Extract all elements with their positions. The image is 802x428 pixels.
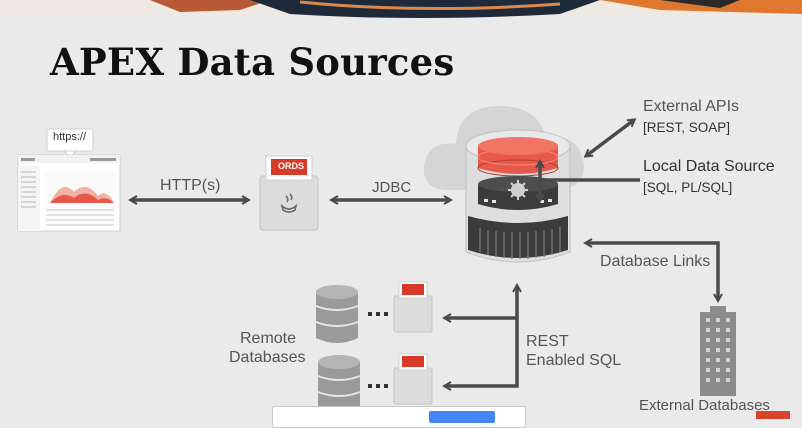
external-database-tower [700, 306, 736, 396]
apex-database [465, 129, 571, 263]
external-apis-detail: [REST, SOAP] [643, 120, 731, 135]
database-links-label: Database Links [600, 253, 711, 270]
local-source-label: Local Data Source [643, 158, 775, 175]
external-databases-label: External Databases [639, 397, 770, 414]
remote-databases-line1: Remote [240, 330, 297, 347]
rest-sql-line1: REST [526, 333, 569, 350]
jdbc-label: JDBC [372, 179, 412, 196]
slide-title: APEX Data Sources [50, 40, 455, 84]
database-links-arrow [586, 243, 718, 300]
rest-sql-line2: Enabled SQL [526, 352, 622, 369]
external-apis-label: External APIs [643, 98, 740, 115]
local-source-detail: [SQL, PL/SQL] [643, 180, 733, 195]
browser-mockup [17, 128, 121, 232]
remote-databases-line2: Databases [229, 349, 306, 366]
rest-sql-arrow [445, 318, 519, 386]
bottom-popup[interactable] [272, 406, 526, 428]
architecture-diagram [17, 106, 736, 413]
browser-url-label: https:// [53, 131, 87, 143]
top-banner-image [0, 0, 802, 18]
ords-server [259, 155, 319, 231]
corner-red-badge [756, 411, 790, 419]
http-label: HTTP(s) [160, 177, 221, 194]
external-api-arrow [586, 120, 634, 156]
popup-button[interactable] [429, 411, 495, 423]
remote-database-1 [315, 281, 433, 343]
remote-database-2 [317, 353, 433, 413]
ords-badge: ORDS [278, 161, 305, 171]
